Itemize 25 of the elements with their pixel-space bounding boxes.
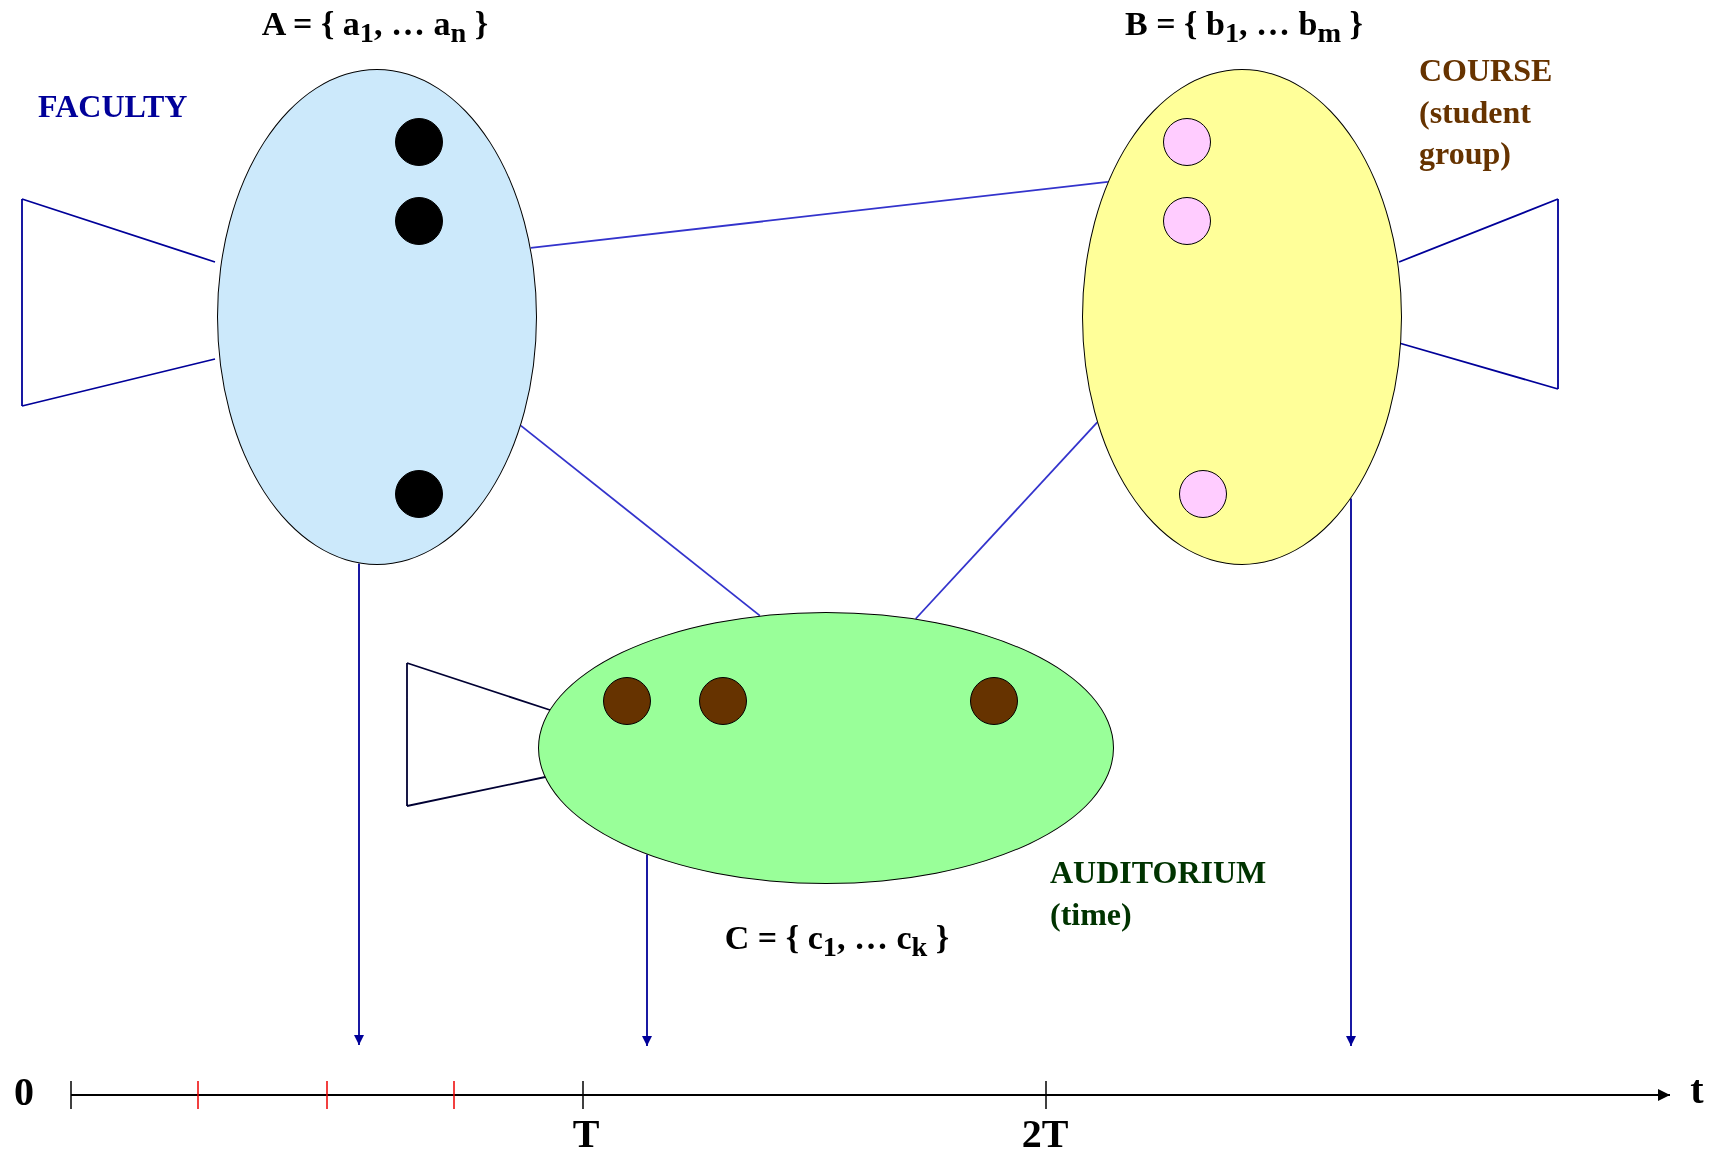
- set-name: FACULTY: [38, 87, 189, 126]
- connector-line: [914, 421, 1099, 620]
- dot: [1163, 197, 1211, 245]
- set-name: AUDITORIUM (time): [1050, 853, 1268, 934]
- dot: [395, 197, 443, 245]
- dot: [1163, 118, 1211, 166]
- arrow: [354, 562, 364, 1046]
- set-heading: C = { c$_{1}$, … c$_{k}$ }: [724, 918, 950, 964]
- set-heading: B = { b$_{1}$, … b$_{m}$ }: [1125, 4, 1363, 50]
- set-heading: A = { a$_{1}$, … a$_{n}$ }: [261, 4, 489, 50]
- arrow: [642, 853, 652, 1047]
- arrow: [1346, 497, 1356, 1047]
- dot: [395, 470, 443, 518]
- dot: [395, 118, 443, 166]
- axis-label: T: [572, 1109, 600, 1154]
- set-name: COURSE (student group): [1419, 51, 1554, 174]
- dot: [699, 677, 747, 725]
- dot: [1179, 470, 1227, 518]
- connector-line: [519, 424, 761, 617]
- axis-label: 2T: [1021, 1109, 1069, 1154]
- dot: [970, 677, 1018, 725]
- axis-label: t: [1690, 1065, 1704, 1113]
- connector-line: [529, 180, 1109, 249]
- axis-label: 0: [14, 1067, 34, 1115]
- dot: [603, 677, 651, 725]
